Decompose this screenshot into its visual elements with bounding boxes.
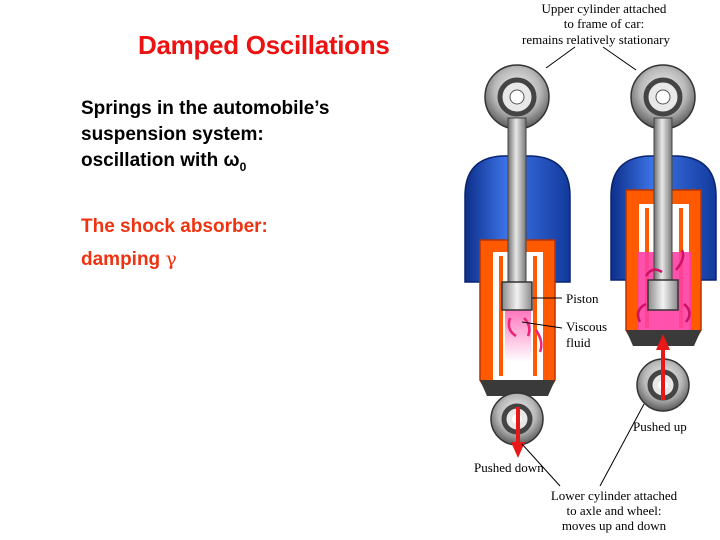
label-viscous-line-1: Viscous <box>566 319 607 334</box>
omega-text: oscillation with ω <box>81 150 240 171</box>
label-lower-line-1: Lower cylinder attached <box>551 488 678 503</box>
label-upper-line-1: Upper cylinder attached <box>542 1 667 16</box>
pushed-up-arrow-icon <box>656 334 670 400</box>
left-piston-rod <box>507 117 527 289</box>
left-piston <box>501 281 533 311</box>
springs-line-1: Springs in the automobile’s <box>81 98 330 119</box>
right-top-mount-eye <box>630 64 696 130</box>
right-piston-rod <box>653 117 673 287</box>
left-fluid-arrows <box>507 317 543 353</box>
left-top-mount-eye <box>484 64 550 130</box>
label-upper-line-3: remains relatively stationary <box>522 32 671 47</box>
label-viscous-line-2: fluid <box>566 335 591 350</box>
label-lower-line-2: to axle and wheel: <box>567 503 662 518</box>
left-shock-absorber <box>464 64 571 458</box>
label-upper-line-2: to frame of car: <box>564 16 644 31</box>
right-shock-absorber <box>610 64 717 412</box>
springs-line-2: suspension system: <box>81 124 264 145</box>
label-pushed-up: Pushed up <box>633 419 687 434</box>
pushed-down-arrow-icon <box>511 407 525 458</box>
label-lower-line-3: moves up and down <box>562 518 667 533</box>
label-pushed-down: Pushed down <box>474 460 544 475</box>
omega-subscript: 0 <box>239 159 247 174</box>
springs-text: Springs in the automobile’s suspension s… <box>81 96 421 180</box>
damping-text: damping <box>81 249 166 270</box>
shock-line-2: damping γ <box>81 243 381 276</box>
gamma-symbol: γ <box>165 248 177 270</box>
shock-absorber-text: The shock absorber: damping γ <box>81 211 381 276</box>
slide-title: Damped Oscillations <box>138 30 390 60</box>
shock-line-1: The shock absorber: <box>81 216 268 237</box>
leader-lines <box>521 46 645 487</box>
springs-line-3: oscillation with ω0 <box>81 148 421 180</box>
right-fluid-arrows <box>636 249 691 323</box>
label-piston: Piston <box>566 291 599 306</box>
right-piston <box>647 279 679 311</box>
